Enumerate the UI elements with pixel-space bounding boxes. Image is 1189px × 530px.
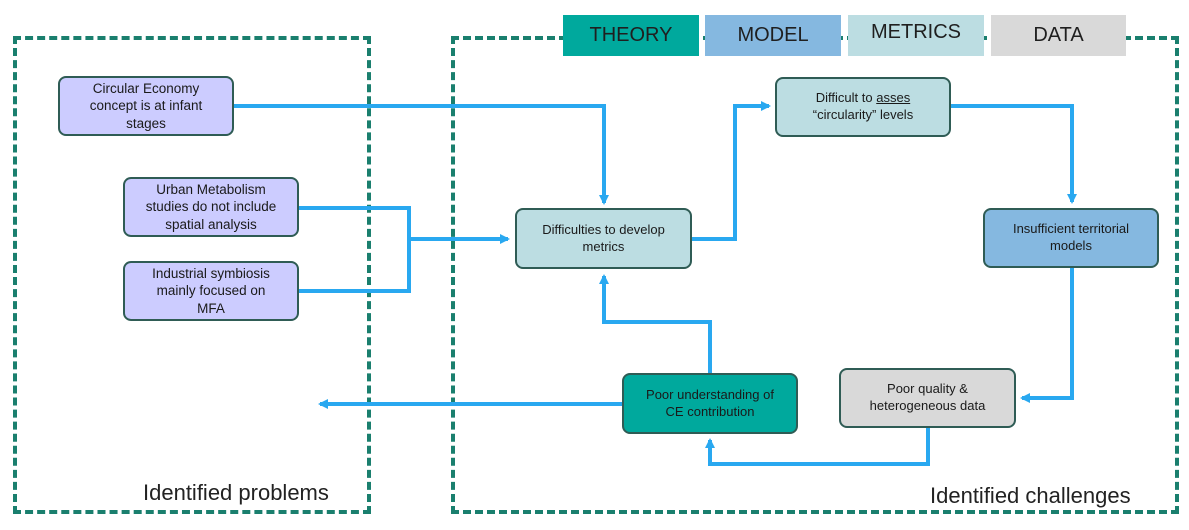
urban-metabolism-box: Urban Metabolism studies do not include … bbox=[123, 177, 299, 237]
arrow-poor-quality-to-contribution bbox=[705, 428, 930, 466]
arrow-urban-to-metrics bbox=[299, 206, 510, 244]
circularity-underlined: asses bbox=[876, 90, 911, 106]
urban-metabolism-text: Urban Metabolism studies do not include … bbox=[145, 181, 277, 232]
ce-infant-stage-text: Circular Economy concept is at infant st… bbox=[89, 80, 203, 131]
legend-data-label: DATA bbox=[1033, 24, 1084, 46]
legend-theory-label: THEORY bbox=[589, 24, 673, 46]
industrial-symbiosis-box: Industrial symbiosis mainly focused on M… bbox=[123, 261, 299, 321]
identified-problems-label: Identified problems bbox=[143, 480, 329, 505]
circularity-suffix: “circularity” levels bbox=[812, 107, 914, 122]
ce-infant-stage-box: Circular Economy concept is at infant st… bbox=[58, 76, 234, 136]
territorial-models-box: Insufficient territorial models bbox=[983, 208, 1159, 268]
legend-model: MODEL bbox=[705, 15, 841, 56]
arrow-ce-infant-to-metrics bbox=[234, 104, 609, 205]
arrow-metrics-to-circularity bbox=[692, 101, 771, 241]
metrics-difficulty-text: Difficulties to develop metrics bbox=[542, 221, 665, 254]
legend-data: DATA bbox=[991, 15, 1126, 56]
arrow-circularity-to-territorial bbox=[951, 104, 1077, 204]
ce-contribution-text: Poor understanding of CE contribution bbox=[646, 386, 774, 419]
poor-quality-data-box: Poor quality & heterogeneous data bbox=[839, 368, 1016, 428]
circularity-levels-box: Difficult to asses “circularity” levels bbox=[775, 77, 951, 137]
circularity-prefix: Difficult to bbox=[815, 90, 877, 106]
territorial-models-text: Insufficient territorial models bbox=[1012, 221, 1130, 253]
arrow-territorial-to-poor-quality bbox=[1020, 268, 1074, 403]
legend-metrics-label: METRICS bbox=[871, 21, 961, 43]
legend-model-label: MODEL bbox=[737, 24, 809, 46]
legend-metrics: METRICS bbox=[848, 15, 984, 56]
arrow-contribution-to-metrics bbox=[599, 274, 712, 373]
identified-problems-frame bbox=[13, 36, 371, 514]
industrial-symbiosis-text: Industrial symbiosis mainly focused on M… bbox=[152, 265, 270, 316]
ce-contribution-box: Poor understanding of CE contribution bbox=[622, 373, 798, 434]
circularity-levels-text: Difficult to asses “circularity” levels bbox=[813, 90, 913, 124]
arrow-industrial-to-metrics bbox=[299, 239, 411, 293]
poor-quality-data-text: Poor quality & heterogeneous data bbox=[869, 381, 986, 413]
metrics-difficulty-box: Difficulties to develop metrics bbox=[515, 208, 692, 269]
legend-theory: THEORY bbox=[563, 15, 699, 56]
identified-challenges-label: Identified challenges bbox=[930, 483, 1131, 508]
